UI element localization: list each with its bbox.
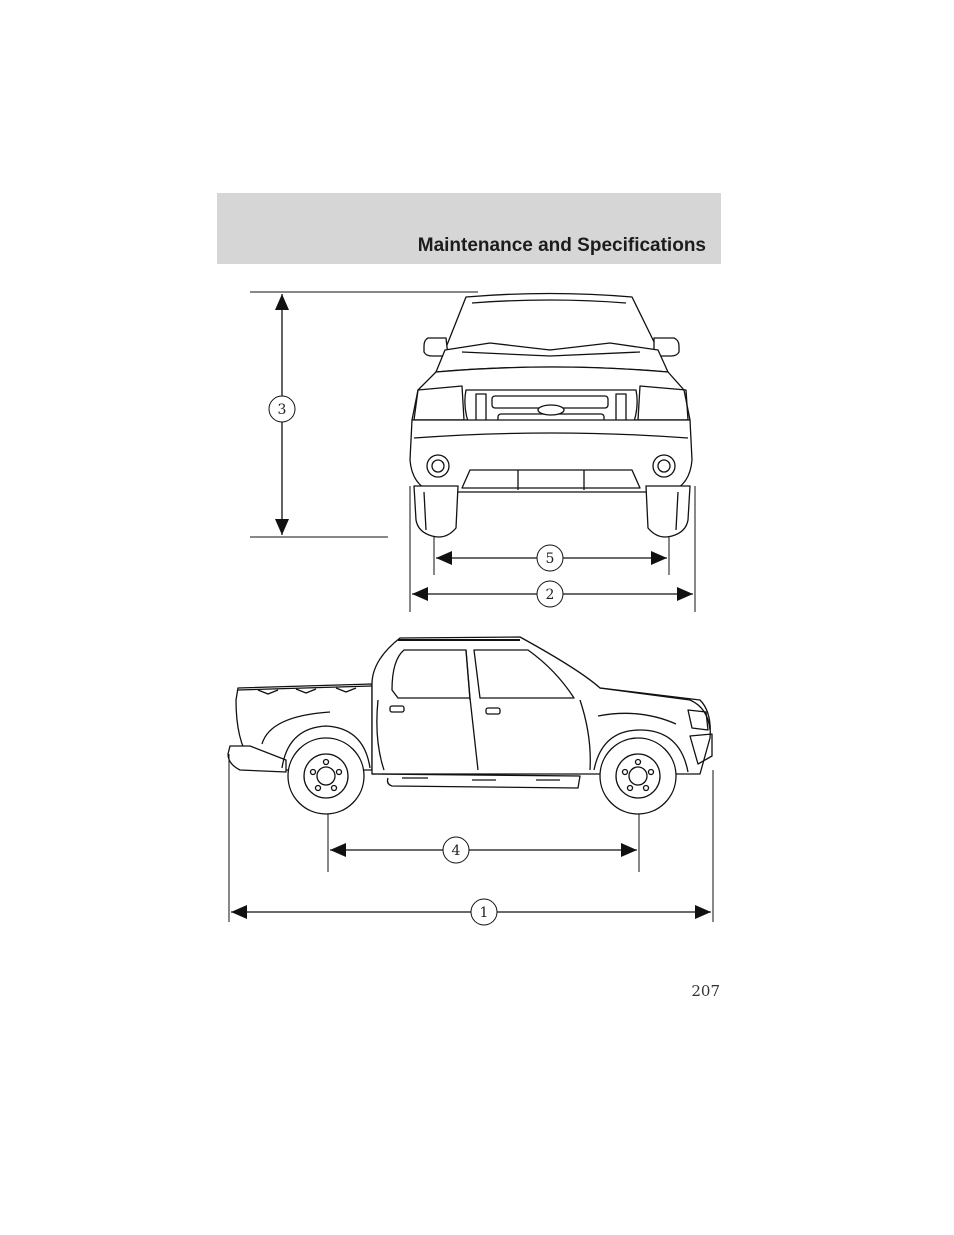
callout-4: 4 xyxy=(452,843,461,859)
wheelbase-dimension: 4 xyxy=(328,814,639,872)
page-number: 207 xyxy=(691,982,720,1000)
callout-1: 1 xyxy=(480,905,489,921)
callout-3: 3 xyxy=(278,402,287,418)
callout-5: 5 xyxy=(546,551,555,567)
front-view-truck xyxy=(410,294,692,538)
rear-wheel xyxy=(288,738,364,814)
track-dimension: 5 xyxy=(434,536,669,575)
callout-2: 2 xyxy=(546,587,555,603)
front-wheel xyxy=(600,738,676,814)
